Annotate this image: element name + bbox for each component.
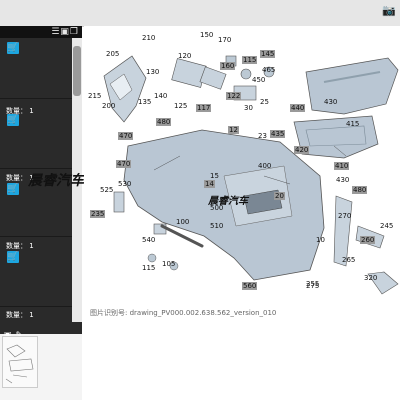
callout[interactable]: 125 [174,102,188,110]
callout[interactable]: 420 [294,146,310,154]
callout[interactable]: 400 [258,162,272,170]
callout[interactable]: 525 [100,186,114,194]
callout[interactable]: 470 [118,132,134,140]
callout[interactable]: 470 [116,160,132,168]
list-item: 数量： 1 🛒 [0,98,72,179]
callout[interactable]: 20 [274,192,285,200]
callout[interactable]: 120 [178,52,192,60]
callout[interactable]: 23 [258,132,267,140]
callout[interactable]: 435 [270,130,286,138]
callout[interactable]: 12 [228,126,239,134]
callout[interactable]: 440 [290,104,306,112]
callout[interactable]: 160 [220,62,236,70]
callout[interactable]: 415 [346,120,360,128]
list-item: 数量： 1 [0,306,72,322]
callout[interactable]: 115 [242,56,258,64]
callout[interactable]: 465 [262,66,276,74]
callout[interactable]: 140 [154,92,168,100]
callout[interactable]: 145 [260,50,276,58]
diffuser-part [305,57,399,115]
part [171,58,207,88]
thumbnail-strip: ▣✎ [0,322,82,400]
qty-text: 数量： 1 [6,107,34,115]
diagram-thumbnail[interactable] [2,336,38,388]
list-item: 数量： 1 🛒 [0,168,72,239]
qty-text: 数量： 1 [6,311,34,319]
callout[interactable]: 255 [306,280,320,288]
grid-icon[interactable]: ▣ [60,27,70,37]
callout[interactable]: 235 [90,210,106,218]
callout[interactable]: 150 [200,31,214,39]
panel-header: ☰▣❐ [0,26,82,38]
callout[interactable]: 200 [102,102,116,110]
callout[interactable]: 100 [176,218,190,226]
cart-icon[interactable]: 🛒 [7,251,19,263]
image-id-caption: 图片识别号: drawing_PV000.002.638.562_version… [90,309,277,317]
callout[interactable]: 130 [146,68,160,76]
callout[interactable]: 410 [334,162,350,170]
callout[interactable]: 117 [196,104,212,112]
callout[interactable]: 270 [338,212,352,220]
callout[interactable]: 320 [364,274,378,282]
callout[interactable]: 275 [306,282,320,290]
cart-icon[interactable]: 🛒 [7,183,19,195]
callout[interactable]: 480 [352,186,368,194]
qty-text: 数量： 1 [6,174,34,182]
callout[interactable]: 245 [380,222,394,230]
callout[interactable]: 14 [204,180,215,188]
callout[interactable]: 430 [336,176,350,184]
top-toolbar: 📷 [0,0,400,27]
callout[interactable]: 560 [242,282,258,290]
diagram-drawing [103,55,399,295]
view-tools: ☰▣❐ [51,26,79,38]
callout[interactable]: 480 [156,118,172,126]
qty-text: 数量： 1 [6,242,34,250]
callout[interactable]: 122 [226,92,242,100]
list-item: 数量： 1 🛒 [0,236,72,297]
panel-scrollbar[interactable] [72,38,82,322]
parts-diagram: 205 210 150 170 120 145 160 115 465 440 … [84,26,400,322]
callout[interactable]: 265 [342,256,356,264]
callout[interactable]: 25 [260,98,269,106]
callout[interactable]: 430 [324,98,338,106]
parts-list-panel: 🛒 数量： 1 🛒 数量： 1 🛒 数量： 1 🛒 数量： 1 [0,38,72,322]
callout[interactable]: 210 [142,34,156,42]
callout[interactable]: 450 [252,76,266,84]
callout[interactable]: 530 [118,180,132,188]
edit-icon[interactable]: ✎ [15,330,23,339]
watermark: 晨睿汽车 [28,173,84,189]
callout[interactable]: 115 [142,264,156,272]
cart-icon[interactable]: 🛒 [7,114,19,126]
scrollbar-thumb[interactable] [73,46,81,96]
callout[interactable]: 10 [316,236,325,244]
callout[interactable]: 510 [210,222,224,230]
thumbnail-tabbar: ▣✎ [0,322,82,339]
callout[interactable]: 540 [142,236,156,244]
copy-icon[interactable]: ❐ [69,27,79,37]
callout[interactable]: 135 [138,98,152,106]
callout[interactable]: 15 [210,172,219,180]
callout[interactable]: 170 [218,36,232,44]
callout[interactable]: 215 [88,92,102,100]
callout[interactable]: 260 [360,236,376,244]
callout[interactable]: 30 [244,104,253,112]
image-icon[interactable]: ▣ [4,330,12,339]
callout[interactable]: 205 [106,50,120,58]
callout[interactable]: 500 [210,204,224,212]
camera-icon[interactable]: 📷 [382,4,396,17]
list-icon[interactable]: ☰ [51,27,61,37]
callout[interactable]: 105 [162,260,176,268]
thumbnail-sketch [5,344,34,384]
watermark: 晨睿汽车 [208,196,248,207]
cart-icon[interactable]: 🛒 [7,42,19,54]
